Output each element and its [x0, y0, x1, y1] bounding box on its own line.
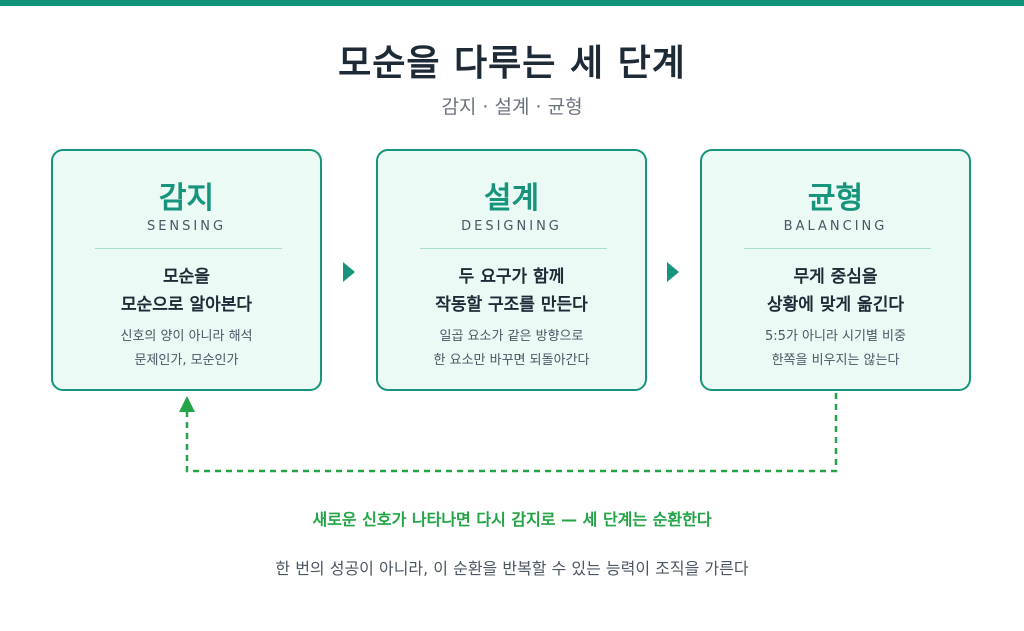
stage-english-label: SENSING — [146, 219, 227, 234]
stage-desc-line: 한 요소만 바꾸면 되돌아간다 — [433, 353, 590, 368]
loop-caption: 새로운 신호가 나타나면 다시 감지로 — 세 단계는 순환한다 — [312, 510, 712, 529]
stage-desc-line: 5:5가 아니라 시기별 비중 — [765, 329, 906, 344]
stage-main-line: 무게 중심을 — [793, 267, 878, 287]
stage-main-line: 모순을 — [163, 267, 210, 287]
stage-title: 감지 — [158, 181, 215, 216]
stage-main-text: 무게 중심을 상황에 맞게 옮긴다 — [702, 263, 969, 319]
footer-note: 한 번의 성공이 아니라, 이 순환을 반복할 수 있는 능력이 조직을 가른다 — [275, 559, 749, 578]
arrow-right-icon — [343, 262, 355, 282]
stage-main-text: 두 요구가 함께 작동할 구조를 만든다 — [378, 263, 645, 319]
stage-english-label: DESIGNING — [461, 219, 562, 234]
stage-desc-line: 문제인가, 모순인가 — [134, 353, 239, 368]
page-title: 모순을 다루는 세 단계 — [338, 43, 686, 84]
stage-main-line: 두 요구가 함께 — [458, 267, 565, 287]
stage-main-text: 모순을 모순으로 알아본다 — [53, 263, 320, 319]
stage-main-line: 상황에 맞게 옮긴다 — [767, 295, 904, 315]
stage-card-balancing: 균형 BALANCING 무게 중심을 상황에 맞게 옮긴다 5:5가 아니라 … — [700, 149, 971, 391]
stage-divider — [744, 248, 931, 249]
stage-title: 균형 — [807, 181, 864, 216]
stage-description: 신호의 양이 아니라 해석 문제인가, 모순인가 — [53, 325, 320, 373]
stage-divider — [420, 248, 607, 249]
stage-description: 일곱 요소가 같은 방향으로 한 요소만 바꾸면 되돌아간다 — [378, 325, 645, 373]
top-accent-bar — [0, 0, 1024, 6]
arrow-right-icon — [667, 262, 679, 282]
stage-title: 설계 — [483, 181, 540, 216]
stage-card-sensing: 감지 SENSING 모순을 모순으로 알아본다 신호의 양이 아니라 해석 문… — [51, 149, 322, 391]
stage-main-line: 작동할 구조를 만든다 — [435, 295, 588, 315]
stage-main-line: 모순으로 알아본다 — [120, 295, 253, 315]
loop-dashed-line — [185, 393, 838, 473]
stage-desc-line: 신호의 양이 아니라 해석 — [120, 329, 253, 344]
stage-desc-line: 일곱 요소가 같은 방향으로 — [439, 329, 584, 344]
stage-description: 5:5가 아니라 시기별 비중 한쪽을 비우지는 않는다 — [702, 325, 969, 373]
stage-desc-line: 한쪽을 비우지는 않는다 — [771, 353, 900, 368]
stage-divider — [95, 248, 282, 249]
stage-english-label: BALANCING — [783, 219, 888, 234]
page-subtitle: 감지 · 설계 · 균형 — [441, 96, 583, 118]
arrow-up-icon — [179, 396, 195, 412]
stage-card-designing: 설계 DESIGNING 두 요구가 함께 작동할 구조를 만든다 일곱 요소가… — [376, 149, 647, 391]
